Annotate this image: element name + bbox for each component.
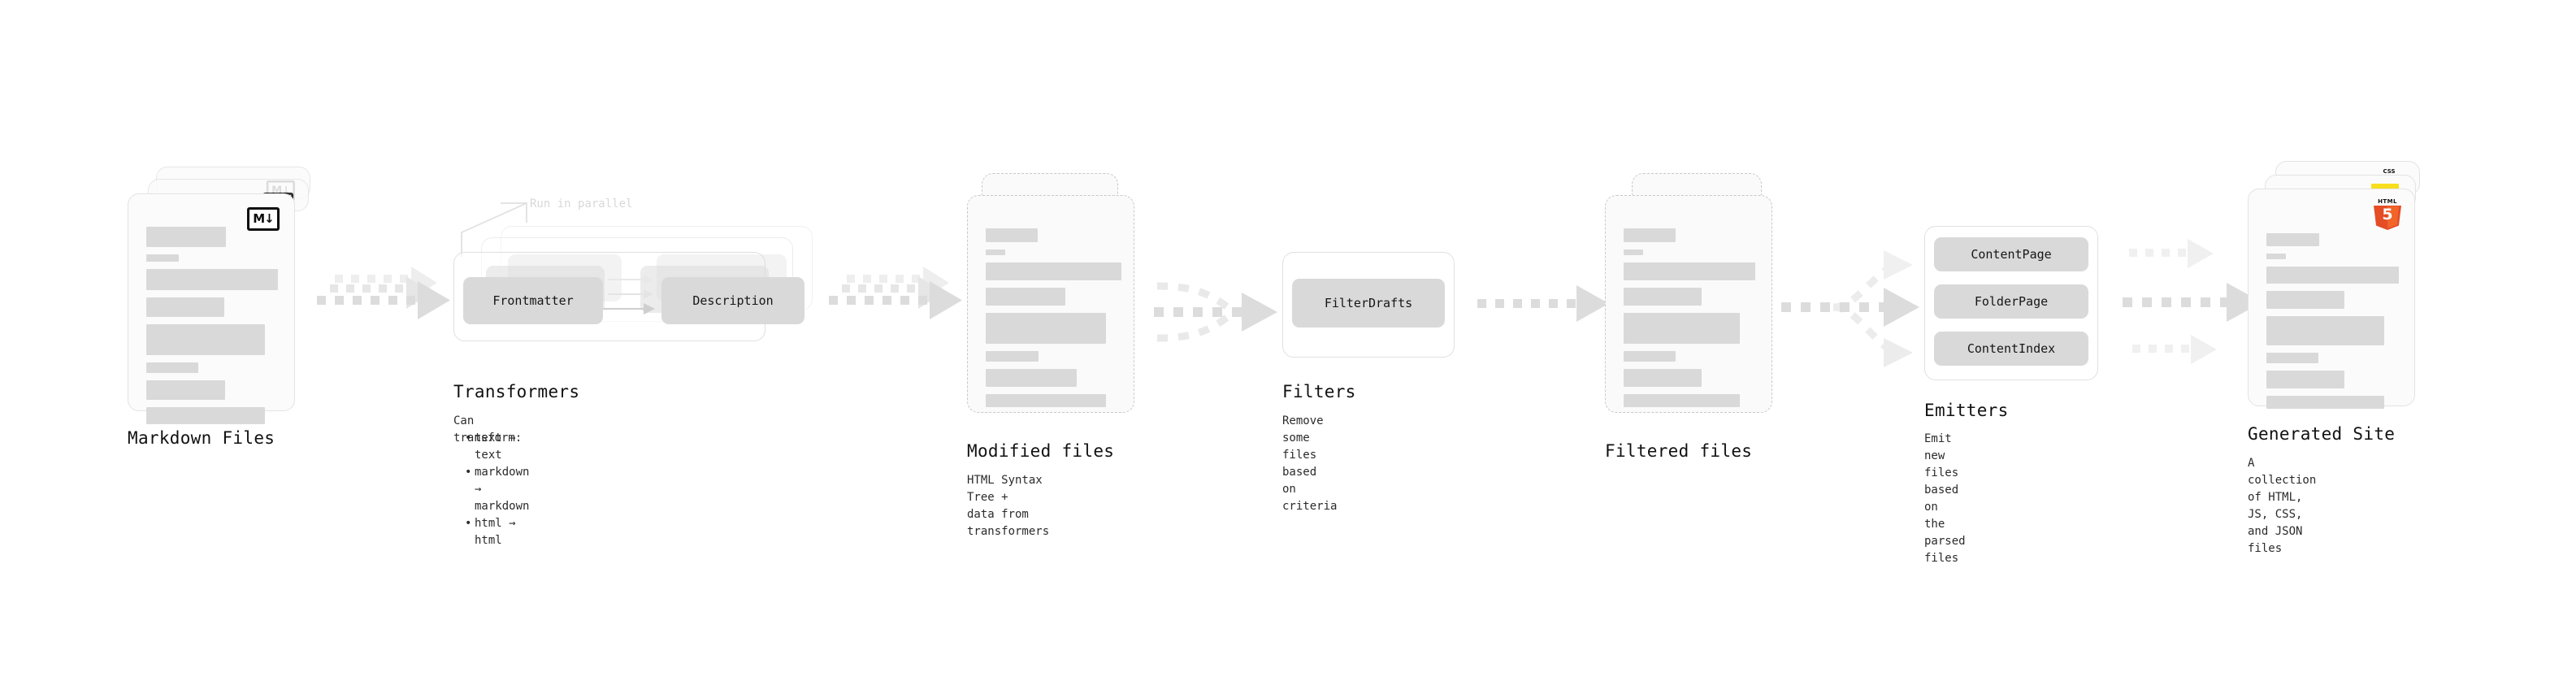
generated-site-title: Generated Site (2248, 424, 2396, 444)
list-item: html → html (463, 515, 529, 549)
html5-word: HTML (2378, 198, 2397, 205)
arrow-modified-to-filters (1154, 282, 1277, 342)
markdown-files-title: Markdown Files (128, 428, 275, 448)
filters-subtitle: Remove some files based on criteria (1282, 414, 1338, 513)
emitter-pill-folderpage-label: FolderPage (1974, 294, 2049, 309)
markdown-badge-front: M↓ (247, 207, 280, 231)
filtered-files-title: Filtered files (1605, 441, 1753, 461)
emitters-title: Emitters (1924, 401, 2009, 420)
emitters-subtitle: Emit new files based on the parsed files (1924, 432, 1966, 565)
filtered-file-card-front (1605, 195, 1772, 413)
doc-placeholder-rows (1624, 228, 1755, 414)
arrow-emitters-to-site (2123, 239, 2262, 364)
markdown-file-card-front: M↓ (128, 193, 295, 424)
arrow-filtered-to-emitters (1781, 250, 1919, 367)
transformer-pill-frontmatter[interactable]: Frontmatter (463, 277, 603, 324)
transformer-pill-description[interactable]: Description (661, 277, 804, 324)
doc-placeholder-rows (986, 228, 1121, 414)
generated-site-subtitle: A collection of HTML, JS, CSS, and JSON … (2248, 457, 2317, 555)
run-in-parallel-label: Run in parallel (530, 197, 633, 210)
list-item: text → text (463, 430, 529, 464)
transformers-capability-list: text → text markdown → markdown html → h… (463, 430, 529, 549)
emitter-pill-contentindex-label: ContentIndex (1967, 341, 2056, 356)
doc-placeholder-rows (146, 227, 278, 432)
emitter-pill-contentpage-label: ContentPage (1971, 247, 2052, 262)
arrow-markdown-to-transformers (317, 267, 450, 319)
emitter-pill-folderpage[interactable]: FolderPage (1934, 284, 2088, 319)
filter-pill-filterdrafts-label: FilterDrafts (1324, 296, 1413, 310)
markdown-icon: M↓ (247, 207, 280, 231)
html5-icon: HTML 5 (2374, 198, 2401, 230)
arrow-filters-to-filtered (1477, 285, 1609, 322)
doc-placeholder-rows (2266, 233, 2399, 416)
transformers-title: Transformers (453, 382, 580, 401)
modified-file-card-front (967, 195, 1134, 413)
transformer-pill-description-label: Description (692, 293, 774, 308)
filters-title: Filters (1282, 382, 1356, 401)
site-file-card-front: HTML 5 (2248, 189, 2415, 409)
html5-number: 5 (2382, 206, 2393, 223)
html5-badge-wrap: HTML 5 (2374, 198, 2401, 230)
list-item: markdown → markdown (463, 464, 529, 515)
modified-files-subtitle: HTML Syntax Tree + data from transformer… (967, 474, 1050, 538)
filter-pill-filterdrafts[interactable]: FilterDrafts (1292, 279, 1445, 327)
emitter-pill-contentpage[interactable]: ContentPage (1934, 237, 2088, 271)
arrow-transformers-to-modified (829, 267, 962, 319)
emitter-pill-contentindex[interactable]: ContentIndex (1934, 332, 2088, 366)
transformer-pill-frontmatter-label: Frontmatter (492, 293, 574, 308)
modified-files-title: Modified files (967, 441, 1115, 461)
